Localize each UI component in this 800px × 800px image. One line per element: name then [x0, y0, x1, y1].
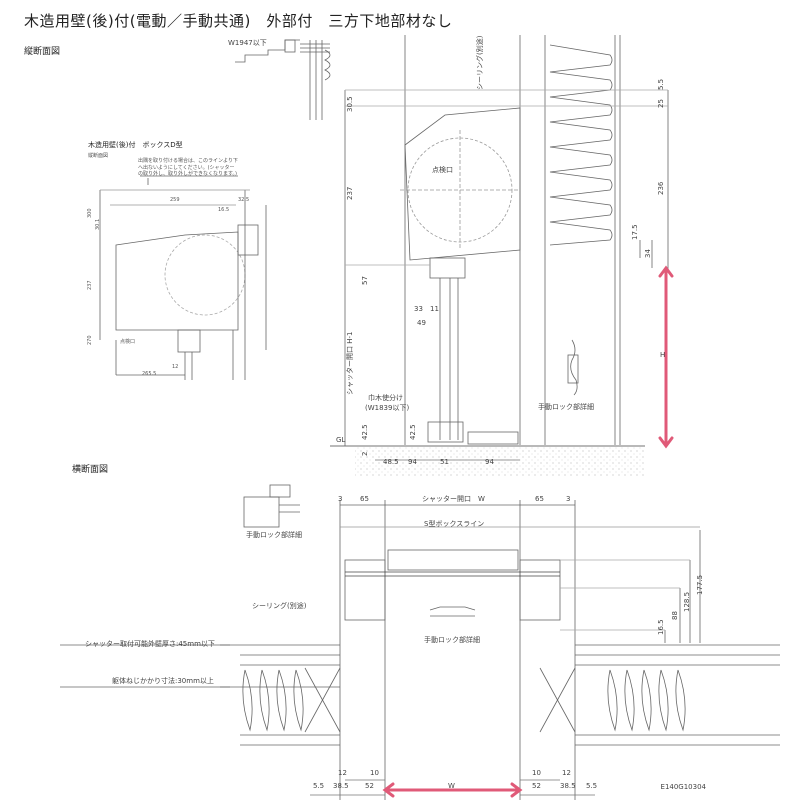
dim-30-1: 30.1	[95, 218, 101, 230]
dim-94-b: 94	[485, 458, 494, 466]
detail-box-sub-label: 縦断面図	[88, 153, 109, 159]
dim-3-left: 3	[338, 495, 343, 503]
gl-label: GL	[336, 436, 346, 444]
dim-5-5: 5.5	[657, 78, 665, 90]
top-note-w1947: W1947以下	[228, 39, 267, 47]
height-marker: H	[660, 351, 666, 359]
dim-30-5: 30.5	[346, 96, 354, 112]
dim-2: 2	[361, 451, 369, 456]
dim-259: 259	[170, 197, 180, 203]
dim-5-5-br: 5.5	[586, 782, 598, 790]
dim-12-br: 12	[562, 769, 571, 777]
middle-post-note: (W1839以下)	[365, 404, 410, 412]
dim-51: 51	[440, 458, 449, 466]
dim-270: 270	[87, 335, 93, 345]
opening-height-label: シャッター開口 H-1	[346, 331, 354, 395]
dim-237-main: 237	[346, 186, 354, 200]
dim-11: 11	[430, 305, 439, 313]
detail-inspection-port: 点検口	[120, 339, 136, 345]
dim-265-5: 265.5	[142, 371, 157, 377]
wall-thickness-note: シャッター取付可能外壁厚さ:45mm以下	[85, 640, 215, 648]
dim-17-5: 17.5	[631, 224, 639, 240]
dim-52-bl: 52	[365, 782, 374, 790]
dim-16-5-right: 16.5	[657, 619, 665, 635]
dim-177-5: 177.5	[696, 574, 704, 595]
manual-lock-detail-label: 手動ロック部詳細	[246, 531, 302, 539]
dim-300: 300	[87, 208, 93, 218]
dim-38-5-bl: 38.5	[333, 782, 349, 790]
sealing-label-vertical: シーリング(別途)	[476, 35, 484, 90]
dim-33: 33	[414, 305, 423, 313]
dim-88: 88	[671, 611, 679, 620]
dim-32-5: 32.5	[238, 197, 250, 203]
box-line-label: S型ボックスライン	[424, 520, 485, 528]
drawing-title: 木造用壁(後)付(電動／手動共通) 外部付 三方下地部材なし	[24, 12, 453, 30]
dim-94-a: 94	[408, 458, 417, 466]
dim-65-right: 65	[535, 495, 544, 503]
sealing-label-horizontal: シーリング(別途)	[252, 602, 307, 610]
middle-post-label: 巾木使分け	[368, 394, 403, 402]
dim-128-5: 128.5	[683, 591, 691, 612]
dim-42-5-left: 42.5	[361, 424, 369, 440]
dim-12: 12	[172, 364, 179, 370]
dim-49: 49	[417, 319, 426, 327]
dim-10-br: 10	[532, 769, 541, 777]
dim-38-5-br: 38.5	[560, 782, 576, 790]
screw-note: 躯体ねじかかり寸法:30mm以上	[112, 677, 214, 685]
horizontal-section-label: 横断面図	[72, 465, 109, 475]
vertical-section-label: 縦断面図	[24, 47, 61, 57]
dim-65-left: 65	[360, 495, 369, 503]
center-manual-lock-label: 手動ロック部詳細	[424, 636, 480, 644]
dim-236: 236	[657, 181, 665, 195]
drawing-code: E140G10304	[660, 783, 706, 791]
dim-16-5: 16.5	[218, 207, 230, 213]
dim-42-5-right: 42.5	[409, 424, 417, 440]
dim-48-5: 48.5	[383, 458, 399, 466]
dim-12-bl: 12	[338, 769, 347, 777]
dim-237: 237	[87, 280, 93, 290]
dim-34: 34	[644, 249, 652, 258]
manual-lock-label-vertical: 手動ロック部詳細	[538, 403, 594, 411]
dim-25: 25	[657, 99, 665, 108]
inspection-port-label: 点検口	[432, 166, 453, 174]
opening-width-label: シャッター開口 W	[422, 495, 485, 503]
detail-box-note: 出隅を取り付ける場合は、このラインより下へ出ないようにしてください。(シャッター…	[138, 158, 238, 177]
detail-box-title: 木造用壁(後)付 ボックスD型	[88, 141, 183, 149]
dim-10-bl: 10	[370, 769, 379, 777]
dim-52-br: 52	[532, 782, 541, 790]
width-marker: W	[448, 782, 455, 790]
dim-3-right: 3	[566, 495, 571, 503]
dim-5-5-bl: 5.5	[313, 782, 325, 790]
dim-57: 57	[361, 276, 369, 285]
